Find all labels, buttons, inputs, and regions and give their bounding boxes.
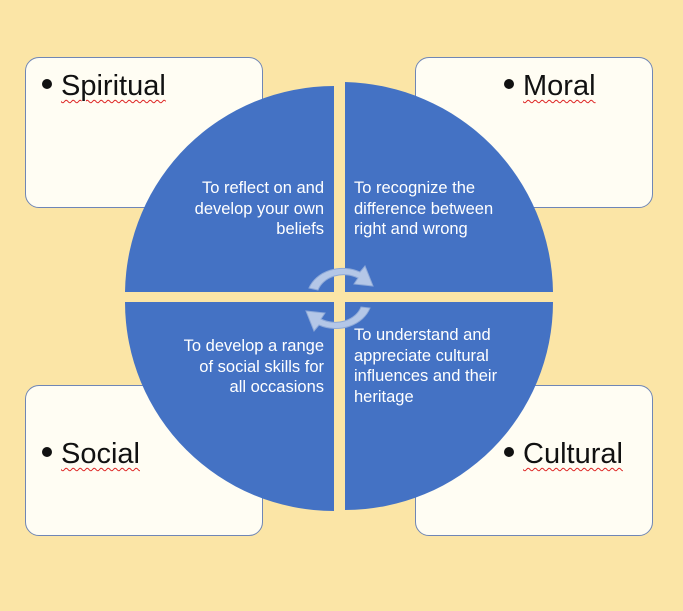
- spiritual-label: Spiritual: [42, 70, 166, 103]
- cycle-arrows-icon: [305, 265, 374, 332]
- quadrant-text-bottom-left: To develop a range of social skills for …: [183, 337, 324, 396]
- quadrant-text-top-left: To reflect on and develop your own belie…: [194, 179, 324, 238]
- bullet-icon: [42, 447, 52, 458]
- cultural-label: Cultural: [504, 438, 623, 471]
- quadrant-text-top-right: To recognize the difference between righ…: [354, 179, 494, 238]
- bullet-icon: [42, 79, 52, 90]
- quadrant-text-bottom-right: To understand and appreciate cultural in…: [354, 326, 498, 406]
- bullet-icon: [504, 79, 514, 90]
- social-label-text: Social: [61, 438, 140, 470]
- moral-label: Moral: [504, 70, 596, 103]
- spiritual-label-text: Spiritual: [61, 70, 166, 102]
- cultural-label-text: Cultural: [523, 438, 623, 470]
- moral-label-text: Moral: [523, 70, 596, 102]
- quadrant-bottom-right: [345, 302, 553, 510]
- social-label: Social: [42, 438, 140, 471]
- bullet-icon: [504, 447, 514, 458]
- quadrant-top-right: [345, 82, 553, 292]
- quadrant-bottom-left: [125, 302, 334, 511]
- quadrant-top-left: [125, 85, 334, 292]
